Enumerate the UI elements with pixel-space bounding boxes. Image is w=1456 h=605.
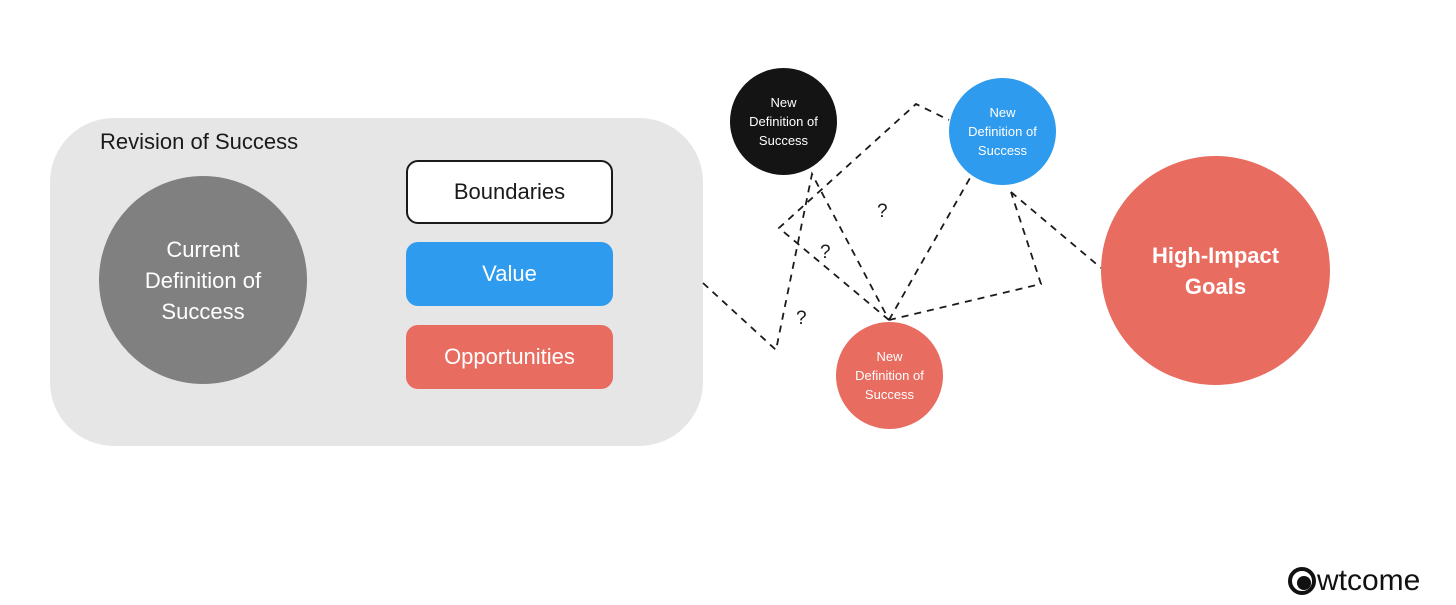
path-blue-to-goals	[1010, 191, 1102, 269]
high-impact-goals-circle: High-Impact Goals	[1101, 156, 1330, 385]
logo-o-icon	[1288, 567, 1316, 595]
new-definition-red-circle: New Definition of Success	[836, 322, 943, 429]
current-definition-circle: Current Definition of Success	[99, 176, 307, 384]
logo-text: wtcome	[1317, 564, 1421, 597]
question-mark: ?	[877, 201, 888, 222]
path-red-to-blue	[888, 177, 971, 321]
path-panel-zigzag	[702, 171, 890, 352]
panel-title: Revision of Success	[100, 129, 299, 154]
owtcome-logo: wtcome	[1288, 563, 1420, 599]
new-definition-blue-label: New Definition of Success	[968, 105, 1037, 158]
question-mark: ?	[820, 242, 831, 263]
value-pill: Value	[406, 242, 613, 306]
high-impact-goals-label: High-Impact Goals	[1151, 242, 1280, 299]
new-definition-blue-circle: New Definition of Success	[949, 78, 1056, 185]
path-red-to-kink	[888, 191, 1043, 321]
path-loop-to-blue	[777, 102, 950, 321]
new-definition-red-label: New Definition of Success	[855, 349, 924, 402]
question-mark: ?	[796, 308, 807, 329]
new-definition-black-circle: New Definition of Success	[730, 68, 837, 175]
boundaries-pill: Boundaries	[406, 160, 613, 224]
opportunities-pill: Opportunities	[406, 325, 613, 389]
new-definition-black-label: New Definition of Success	[749, 95, 818, 148]
current-definition-label: Current Definition of Success	[144, 236, 262, 324]
